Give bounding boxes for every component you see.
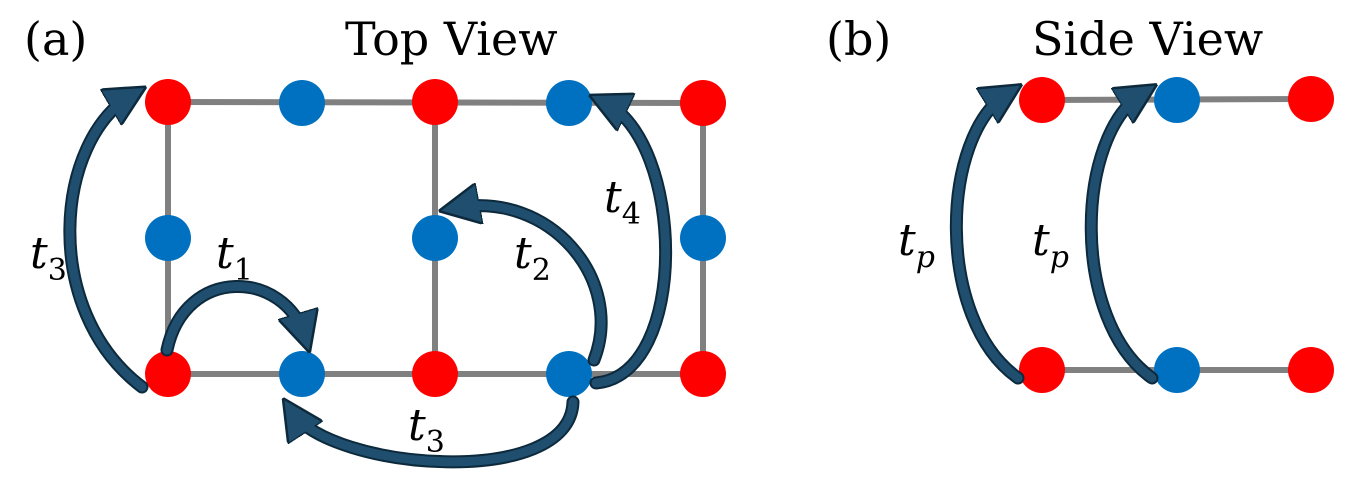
label-symbol: t bbox=[408, 400, 426, 451]
site-red bbox=[412, 351, 458, 397]
site-blue bbox=[546, 351, 592, 397]
label-symbol: t bbox=[514, 228, 532, 279]
site-blue bbox=[546, 80, 592, 126]
label-subscript: p bbox=[1050, 240, 1069, 275]
label-t3-left: t3 bbox=[30, 228, 67, 288]
site-red bbox=[1019, 77, 1065, 123]
panel-a-title: Top View bbox=[345, 12, 558, 66]
label-subscript: 4 bbox=[622, 197, 641, 232]
label-subscript: 3 bbox=[426, 425, 445, 460]
label-tp-left: tp bbox=[898, 215, 935, 275]
label-t2: t2 bbox=[514, 228, 551, 288]
site-red bbox=[1288, 76, 1334, 122]
arrow-tp-right-fill bbox=[1086, 88, 1157, 383]
site-red bbox=[680, 351, 726, 397]
sites-a bbox=[145, 79, 726, 397]
label-subscript: 1 bbox=[234, 253, 253, 288]
site-blue bbox=[1154, 77, 1200, 123]
arrow-t2-fill bbox=[450, 201, 606, 365]
site-red bbox=[680, 80, 726, 126]
label-t3-bottom: t3 bbox=[408, 400, 445, 460]
panel-b-title: Side View bbox=[1032, 12, 1263, 66]
arrow-t3-left-fill bbox=[65, 90, 147, 392]
site-red bbox=[1019, 347, 1065, 393]
hopping-arrows-b bbox=[949, 88, 1157, 385]
bonds-b bbox=[1041, 96, 1312, 373]
label-subscript: p bbox=[916, 240, 935, 275]
arrow-t3-bottom-fill bbox=[287, 397, 578, 467]
site-red bbox=[145, 79, 191, 125]
site-blue bbox=[1154, 347, 1200, 393]
label-t1: t1 bbox=[216, 228, 253, 288]
arrow-tp-left-fill bbox=[951, 88, 1023, 383]
label-symbol: t bbox=[1032, 215, 1050, 266]
label-tp-right: tp bbox=[1032, 215, 1069, 275]
site-blue bbox=[279, 351, 325, 397]
arrow-t4 bbox=[596, 102, 673, 390]
arrow-t4-fill bbox=[591, 97, 671, 388]
label-subscript: 3 bbox=[48, 253, 67, 288]
sites-b bbox=[1019, 76, 1334, 393]
panel-b-tag: (b) bbox=[826, 12, 891, 66]
arrow-tp-right bbox=[1084, 93, 1152, 385]
site-blue bbox=[680, 215, 726, 261]
arrow-t1 bbox=[160, 280, 305, 357]
site-blue bbox=[279, 80, 325, 126]
site-red bbox=[412, 79, 458, 125]
label-symbol: t bbox=[30, 228, 48, 279]
label-subscript: 2 bbox=[532, 253, 551, 288]
panel-b: (b) Side View tp tp bbox=[826, 12, 1334, 393]
site-blue bbox=[145, 215, 191, 261]
label-symbol: t bbox=[604, 172, 622, 223]
site-blue bbox=[412, 215, 458, 261]
label-symbol: t bbox=[898, 215, 916, 266]
hopping-arrows-a bbox=[63, 90, 673, 469]
panel-a: (a) Top View bbox=[24, 12, 726, 469]
label-symbol: t bbox=[216, 228, 234, 279]
site-red bbox=[145, 351, 191, 397]
arrow-t1-fill bbox=[162, 282, 310, 355]
arrow-tp-left bbox=[949, 93, 1018, 385]
panel-a-tag: (a) bbox=[24, 12, 87, 66]
site-red bbox=[1288, 347, 1334, 393]
label-t4: t4 bbox=[604, 172, 641, 232]
